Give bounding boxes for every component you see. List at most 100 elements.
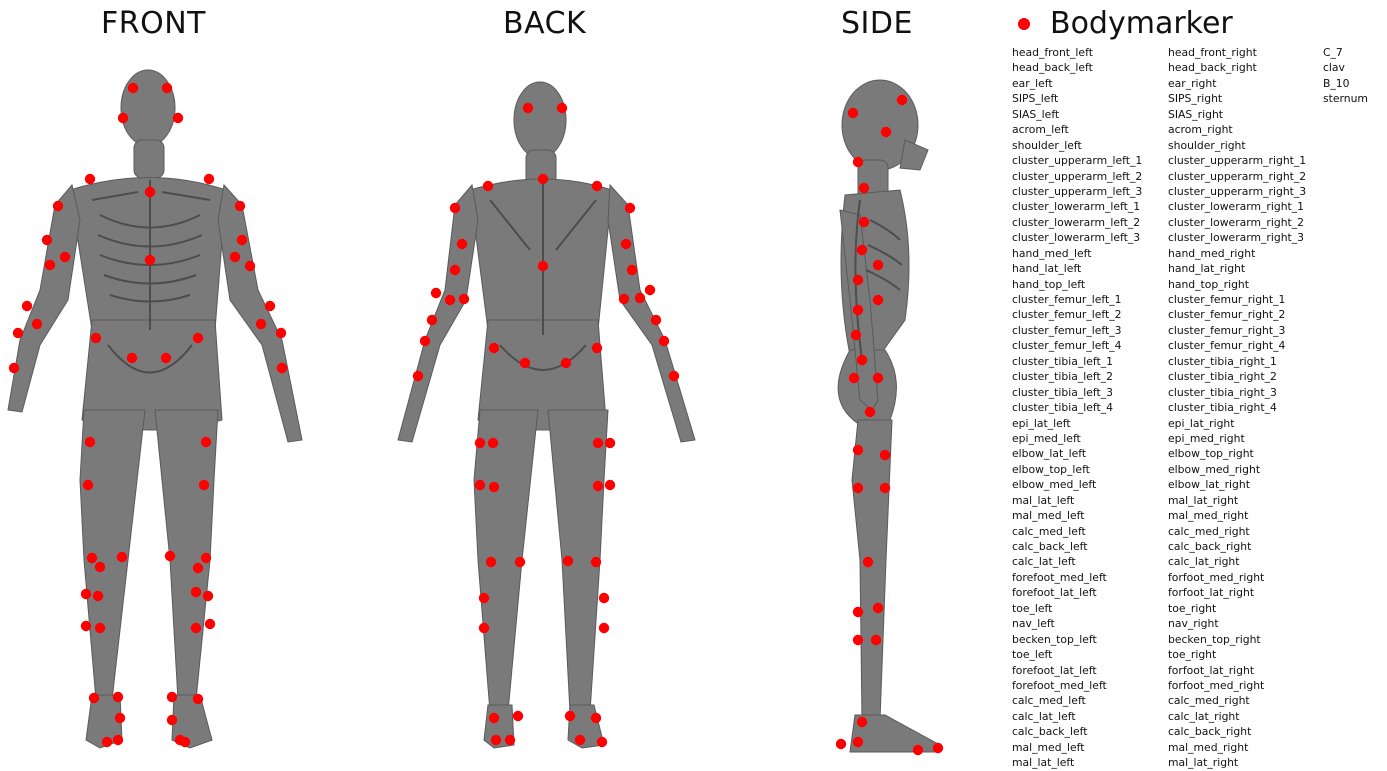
body-marker-dot [592,181,602,191]
marker-list-right: head_front_righthead_back_rightear_right… [1168,45,1306,771]
body-marker-dot [621,239,631,249]
body-marker-dot [205,619,215,629]
body-marker-dot [53,201,63,211]
marker-name: head_front_left [1012,45,1142,60]
body-marker-dot [651,315,661,325]
body-marker-dot [489,482,499,492]
marker-name: cluster_tibia_right_1 [1168,354,1306,369]
body-marker-dot [880,483,890,493]
body-marker-dot [204,174,214,184]
body-marker-dot [591,557,601,567]
body-marker-dot [625,203,635,213]
body-marker-dot [859,217,869,227]
marker-name: forfoot_med_right [1168,570,1306,585]
marker-name: calc_med_left [1012,693,1142,708]
body-marker-dot [479,593,489,603]
body-marker-dot [563,556,573,566]
body-marker-dot [853,157,863,167]
marker-name: toe_left [1012,601,1142,616]
body-marker-dot [42,235,52,245]
body-marker-dot [95,562,105,572]
marker-name: cluster_lowerarm_right_3 [1168,230,1306,245]
marker-name: nav_left [1012,616,1142,631]
marker-name: nav_right [1168,616,1306,631]
body-marker-dot [117,552,127,562]
marker-name: hand_med_right [1168,246,1306,261]
body-marker-dot [557,103,567,113]
body-marker-dot [256,319,266,329]
front-figure [8,70,302,748]
body-marker-dot [489,343,499,353]
marker-name: calc_med_left [1012,524,1142,539]
body-marker-dot [445,295,455,305]
body-marker-dot [863,557,873,567]
body-marker-dot [201,553,211,563]
body-marker-dot [659,336,669,346]
marker-name: SIAS_left [1012,107,1142,122]
marker-name: calc_back_right [1168,724,1306,739]
marker-name: cluster_upperarm_left_3 [1012,184,1142,199]
body-marker-dot [102,737,112,747]
marker-name: cluster_tibia_left_4 [1012,400,1142,415]
marker-name: epi_lat_right [1168,416,1306,431]
marker-name: mal_lat_left [1012,493,1142,508]
body-marker-dot [523,103,533,113]
marker-name: head_back_left [1012,60,1142,75]
body-marker-dot [81,621,91,631]
body-marker-dot [9,363,19,373]
body-marker-dot [199,480,209,490]
marker-name: calc_lat_right [1168,554,1306,569]
marker-name: becken_top_right [1168,632,1306,647]
marker-name: acrom_right [1168,122,1306,137]
marker-name: cluster_tibia_right_4 [1168,400,1306,415]
body-marker-dot [128,83,138,93]
body-marker-dot [450,265,460,275]
body-marker-dot [420,336,430,346]
marker-name: calc_lat_right [1168,709,1306,724]
body-marker-dot [873,603,883,613]
body-marker-dot [145,187,155,197]
marker-name: forefoot_lat_left [1012,585,1142,600]
body-marker-dot [459,294,469,304]
body-marker-dot [167,692,177,702]
body-marker-dot [853,737,863,747]
marker-name: cluster_tibia_left_3 [1012,385,1142,400]
body-marker-dot [857,717,867,727]
marker-name: forefoot_med_left [1012,678,1142,693]
body-marker-dot [635,293,645,303]
body-marker-dot [575,735,585,745]
body-marker-dot [599,623,609,633]
marker-name: cluster_upperarm_left_1 [1012,153,1142,168]
marker-name: calc_med_right [1168,524,1306,539]
marker-name: acrom_left [1012,122,1142,137]
body-marker-dot [669,371,679,381]
body-marker-dot [89,693,99,703]
body-marker-dot [91,333,101,343]
body-marker-dot [597,737,607,747]
marker-name: mal_med_left [1012,740,1142,755]
body-marker-dot [173,113,183,123]
marker-name: cluster_tibia_left_1 [1012,354,1142,369]
marker-name: cluster_femur_left_2 [1012,307,1142,322]
body-marker-dot [880,450,890,460]
body-marker-dot [127,353,137,363]
marker-name: mal_lat_right [1168,493,1306,508]
body-marker-dot [853,305,863,315]
body-marker-dot [605,438,615,448]
body-marker-dot [592,343,602,353]
body-figures [0,0,1000,771]
marker-name: clav [1323,60,1368,75]
body-marker-dot [599,593,609,603]
body-marker-dot [627,265,637,275]
marker-name: mal_lat_right [1168,755,1306,770]
marker-name: cluster_lowerarm_left_1 [1012,199,1142,214]
marker-name: cluster_upperarm_right_2 [1168,169,1306,184]
body-marker-dot [849,373,859,383]
body-marker-dot [60,252,70,262]
body-marker-dot [913,745,923,755]
marker-list-left: head_front_lefthead_back_leftear_leftSIP… [1012,45,1142,771]
marker-name: B_10 [1323,76,1368,91]
body-marker-dot [85,437,95,447]
body-marker-dot [933,743,943,753]
body-marker-dot [193,563,203,573]
